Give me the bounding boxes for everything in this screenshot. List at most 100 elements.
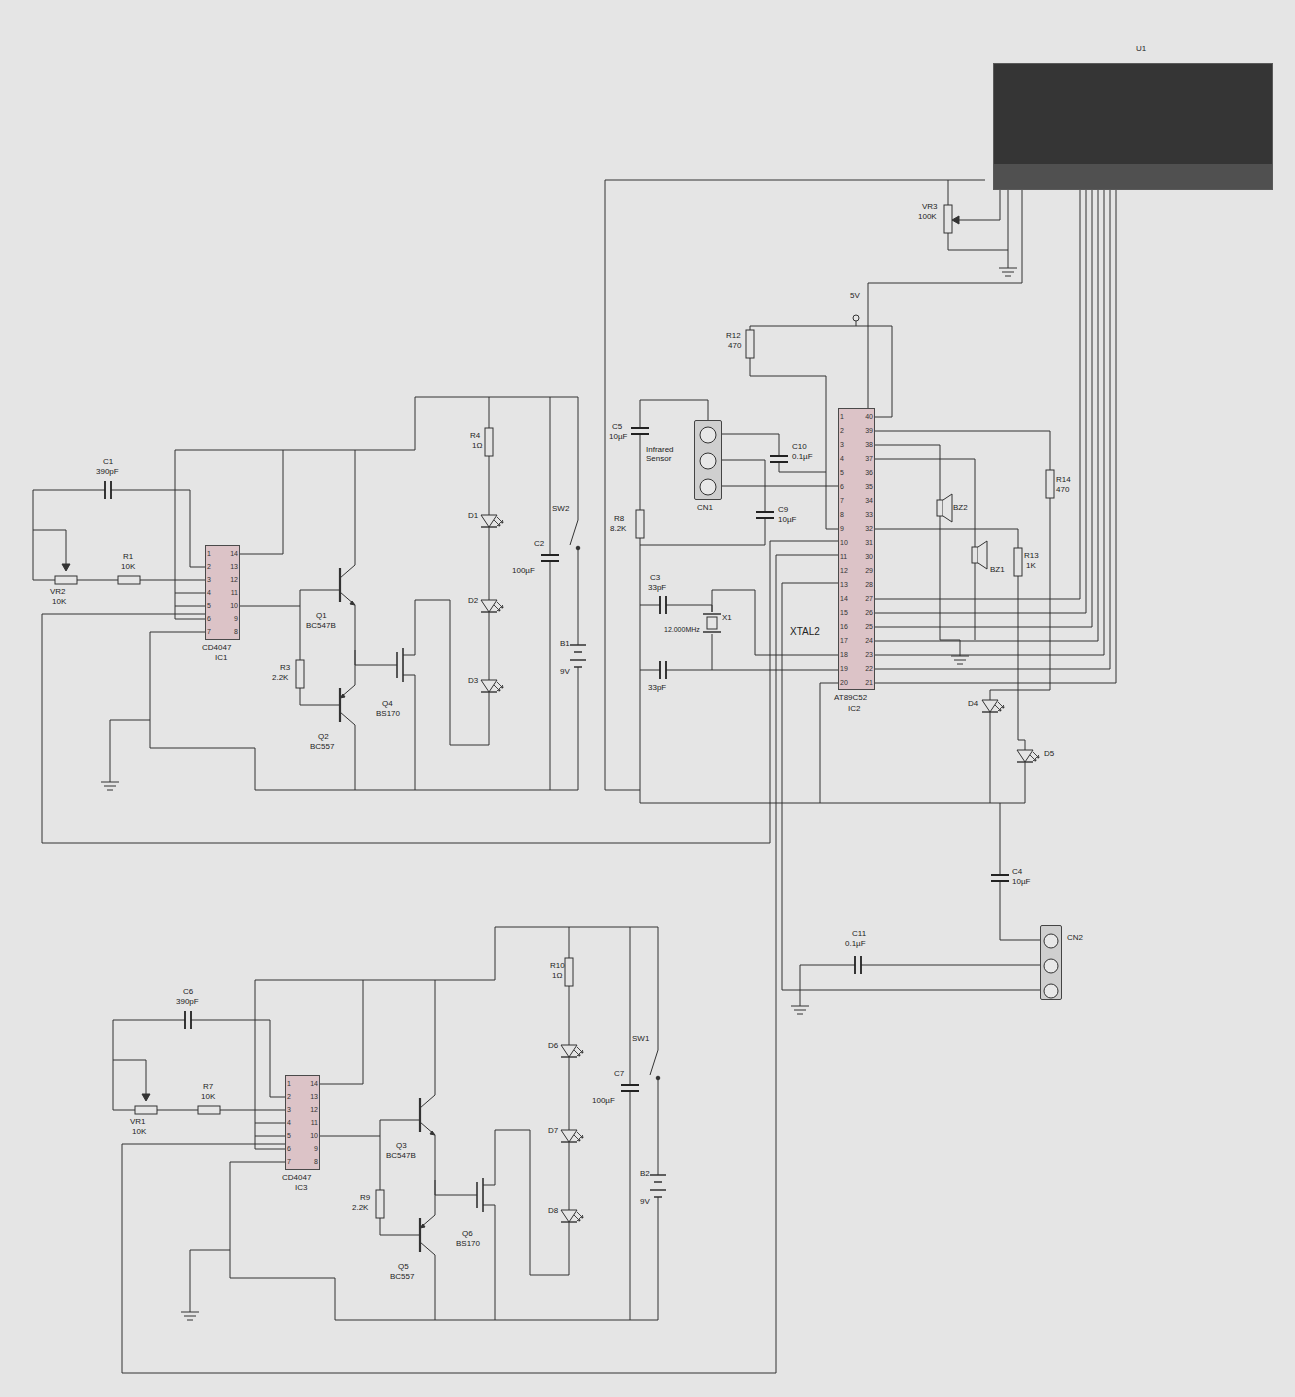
component-label: 390pF bbox=[96, 468, 119, 477]
pin-number: 12 bbox=[226, 576, 238, 584]
part-name: CD4047 bbox=[202, 644, 231, 652]
pin-number: 8 bbox=[226, 628, 238, 636]
pin-number: 4 bbox=[840, 455, 852, 463]
component-label: 470 bbox=[728, 342, 741, 351]
pin-number: 7 bbox=[287, 1158, 299, 1166]
component-label: 1Ω bbox=[472, 442, 482, 451]
pin-number: 11 bbox=[306, 1119, 318, 1127]
connector-pin bbox=[700, 427, 716, 443]
component-label: C4 bbox=[1012, 868, 1022, 877]
part-name: CN1 bbox=[697, 504, 713, 512]
resistor-symbol bbox=[746, 330, 754, 358]
component-label: D7 bbox=[548, 1127, 558, 1136]
component-label: 2.2K bbox=[272, 674, 288, 683]
pin-number: 9 bbox=[226, 615, 238, 623]
component-label: BZ2 bbox=[953, 504, 968, 513]
pin-number: 9 bbox=[306, 1145, 318, 1153]
component-label: B1 bbox=[560, 640, 570, 649]
wire-connector bbox=[782, 583, 1040, 990]
ground-symbol bbox=[791, 1000, 809, 1014]
component-label: VR3 bbox=[922, 203, 938, 212]
pin-number: 7 bbox=[840, 497, 852, 505]
component-label: D5 bbox=[1044, 750, 1054, 759]
wire bbox=[33, 450, 415, 790]
component-label: BC557 bbox=[390, 1273, 414, 1282]
component-label: R3 bbox=[280, 664, 290, 673]
pin-number: 1 bbox=[207, 550, 219, 558]
component-label: 5V bbox=[850, 292, 860, 301]
component-label: BC557 bbox=[310, 743, 334, 752]
pin-number: 16 bbox=[840, 623, 852, 631]
pin-number: 13 bbox=[226, 563, 238, 571]
pin-number: 19 bbox=[840, 665, 852, 673]
capacitor-symbol bbox=[660, 661, 666, 679]
component-label: 12.000MHz bbox=[664, 626, 700, 634]
connector: CN1 bbox=[694, 420, 722, 500]
wire-connector bbox=[42, 541, 838, 843]
part-name: CD4047 bbox=[282, 1174, 311, 1182]
component-label: 10µF bbox=[609, 433, 627, 442]
part-name: AT89C52 bbox=[834, 694, 867, 702]
component-label: Q1 bbox=[316, 612, 327, 621]
pin-number: 13 bbox=[840, 581, 852, 589]
capacitor-symbol bbox=[756, 512, 774, 518]
component-label: BS170 bbox=[456, 1240, 480, 1249]
component-label: 10K bbox=[121, 563, 135, 572]
pin-number: 12 bbox=[306, 1106, 318, 1114]
pin-number: 1 bbox=[287, 1080, 299, 1088]
pin-number: 7 bbox=[207, 628, 219, 636]
component-label: 0.1µF bbox=[792, 453, 813, 462]
part-name: U1 bbox=[1136, 45, 1146, 53]
pot-wiper bbox=[62, 564, 70, 571]
connector-pin bbox=[700, 479, 716, 495]
pin-number: 3 bbox=[287, 1106, 299, 1114]
component-label: 9V bbox=[560, 668, 570, 677]
led-symbol bbox=[982, 700, 1004, 712]
part-reference: IC3 bbox=[295, 1184, 307, 1192]
component-label: VR2 bbox=[50, 588, 66, 597]
pin-number: 13 bbox=[306, 1093, 318, 1101]
transistor-symbol bbox=[339, 568, 341, 722]
capacitor-symbol bbox=[631, 428, 649, 434]
component-label: D3 bbox=[468, 677, 478, 686]
component-label: 1K bbox=[1026, 562, 1036, 571]
component-label: Q5 bbox=[398, 1263, 409, 1272]
led-symbol bbox=[481, 680, 503, 692]
pin-number: 37 bbox=[861, 455, 873, 463]
component-label: 100µF bbox=[592, 1097, 615, 1106]
pin-number: 10 bbox=[226, 602, 238, 610]
component-label: SW2 bbox=[552, 505, 569, 514]
component-label: SW1 bbox=[632, 1035, 649, 1044]
resistor-symbol bbox=[118, 576, 140, 584]
pin-number: 27 bbox=[861, 595, 873, 603]
led-symbol bbox=[481, 515, 503, 527]
wire-connector bbox=[722, 486, 838, 487]
connector-pins bbox=[1041, 926, 1061, 999]
pin-number: 2 bbox=[840, 427, 852, 435]
mosfet-symbol bbox=[397, 648, 403, 682]
lcd-display: U1 bbox=[993, 63, 1273, 190]
capacitor-symbol bbox=[660, 596, 666, 614]
component-label: C10 bbox=[792, 443, 807, 452]
component-label: 100µF bbox=[512, 567, 535, 576]
pin-number: 34 bbox=[861, 497, 873, 505]
wire bbox=[605, 180, 1025, 803]
component-label: 10µF bbox=[1012, 878, 1030, 887]
pin-number: 2 bbox=[287, 1093, 299, 1101]
capacitor-symbol bbox=[541, 555, 559, 561]
pin-number: 22 bbox=[861, 665, 873, 673]
led-symbol bbox=[481, 600, 503, 612]
component-label: 10K bbox=[201, 1093, 215, 1102]
component-label: C5 bbox=[612, 423, 622, 432]
component-label: 100K bbox=[918, 213, 937, 222]
potentiometer-symbol bbox=[944, 205, 952, 233]
potentiometer-symbol bbox=[55, 576, 77, 584]
pin-number: 24 bbox=[861, 637, 873, 645]
component-label: X1 bbox=[722, 614, 732, 623]
resistor-symbol bbox=[636, 510, 644, 538]
connector: CN2 bbox=[1040, 925, 1062, 1000]
connector-pin bbox=[1044, 959, 1058, 973]
connector-pin bbox=[1044, 934, 1058, 948]
pin-number: 8 bbox=[840, 511, 852, 519]
